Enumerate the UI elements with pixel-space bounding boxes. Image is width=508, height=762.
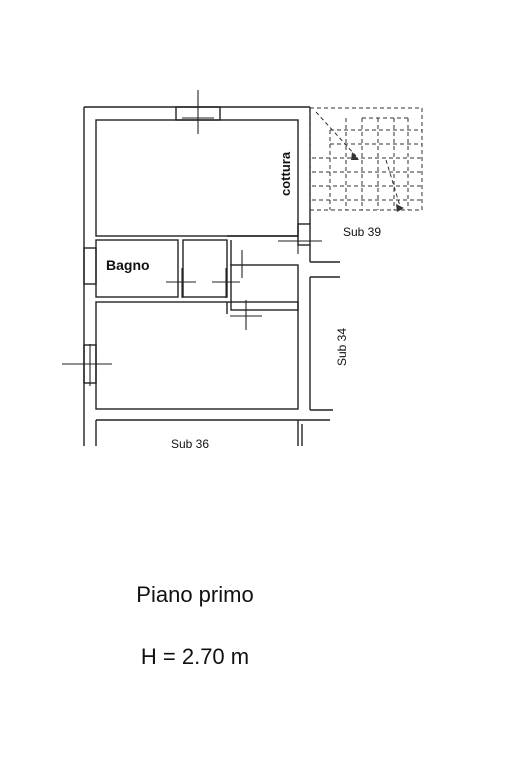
room-lower	[95, 301, 299, 410]
walls	[83, 106, 340, 446]
window-left-bagno	[83, 247, 97, 285]
label-bagno: Bagno	[106, 257, 150, 273]
label-sub36: Sub 36	[171, 437, 209, 451]
window-right-cottura	[297, 223, 311, 246]
corridor	[230, 264, 299, 311]
axis-marks	[62, 90, 322, 386]
stair-arrows	[351, 152, 404, 212]
floor-title: Piano primo	[136, 582, 254, 607]
room-cottura	[95, 119, 299, 237]
staircase	[309, 107, 423, 211]
label-sub39: Sub 39	[343, 225, 381, 239]
label-sub34: Sub 34	[335, 328, 349, 366]
label-cottura: cottura	[278, 151, 293, 196]
room-closet	[182, 239, 228, 298]
height-label: H = 2.70 m	[140, 644, 250, 669]
